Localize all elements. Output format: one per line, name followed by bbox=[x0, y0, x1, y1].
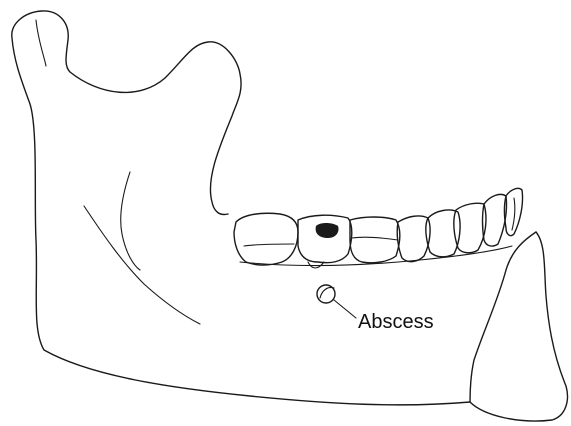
abscess-leader-line bbox=[334, 300, 356, 318]
tooth-premolar-1 bbox=[397, 216, 430, 262]
ramus-ridge-line bbox=[121, 172, 140, 270]
tooth-molar-3-cusp bbox=[352, 237, 398, 240]
condyle-inner-line bbox=[36, 20, 46, 66]
tooth-canine bbox=[454, 203, 486, 253]
tooth-row bbox=[234, 188, 523, 268]
tooth-incisor-2 bbox=[505, 188, 523, 235]
mandible-outline bbox=[12, 11, 568, 421]
tooth-incisor-2-edge bbox=[512, 198, 515, 230]
tooth-molar-2 bbox=[298, 215, 352, 263]
abscess-marker bbox=[317, 285, 335, 303]
chin-front-edge bbox=[470, 232, 536, 402]
tooth-molar-1-cusp bbox=[244, 244, 294, 246]
abscess-label: Abscess bbox=[358, 311, 434, 333]
cavity-mark bbox=[316, 223, 339, 238]
tooth-molar-3 bbox=[350, 217, 400, 263]
abscess-circle-inner bbox=[320, 287, 334, 298]
tooth-molar-1 bbox=[234, 213, 298, 265]
mylohyoid-line bbox=[84, 206, 200, 324]
